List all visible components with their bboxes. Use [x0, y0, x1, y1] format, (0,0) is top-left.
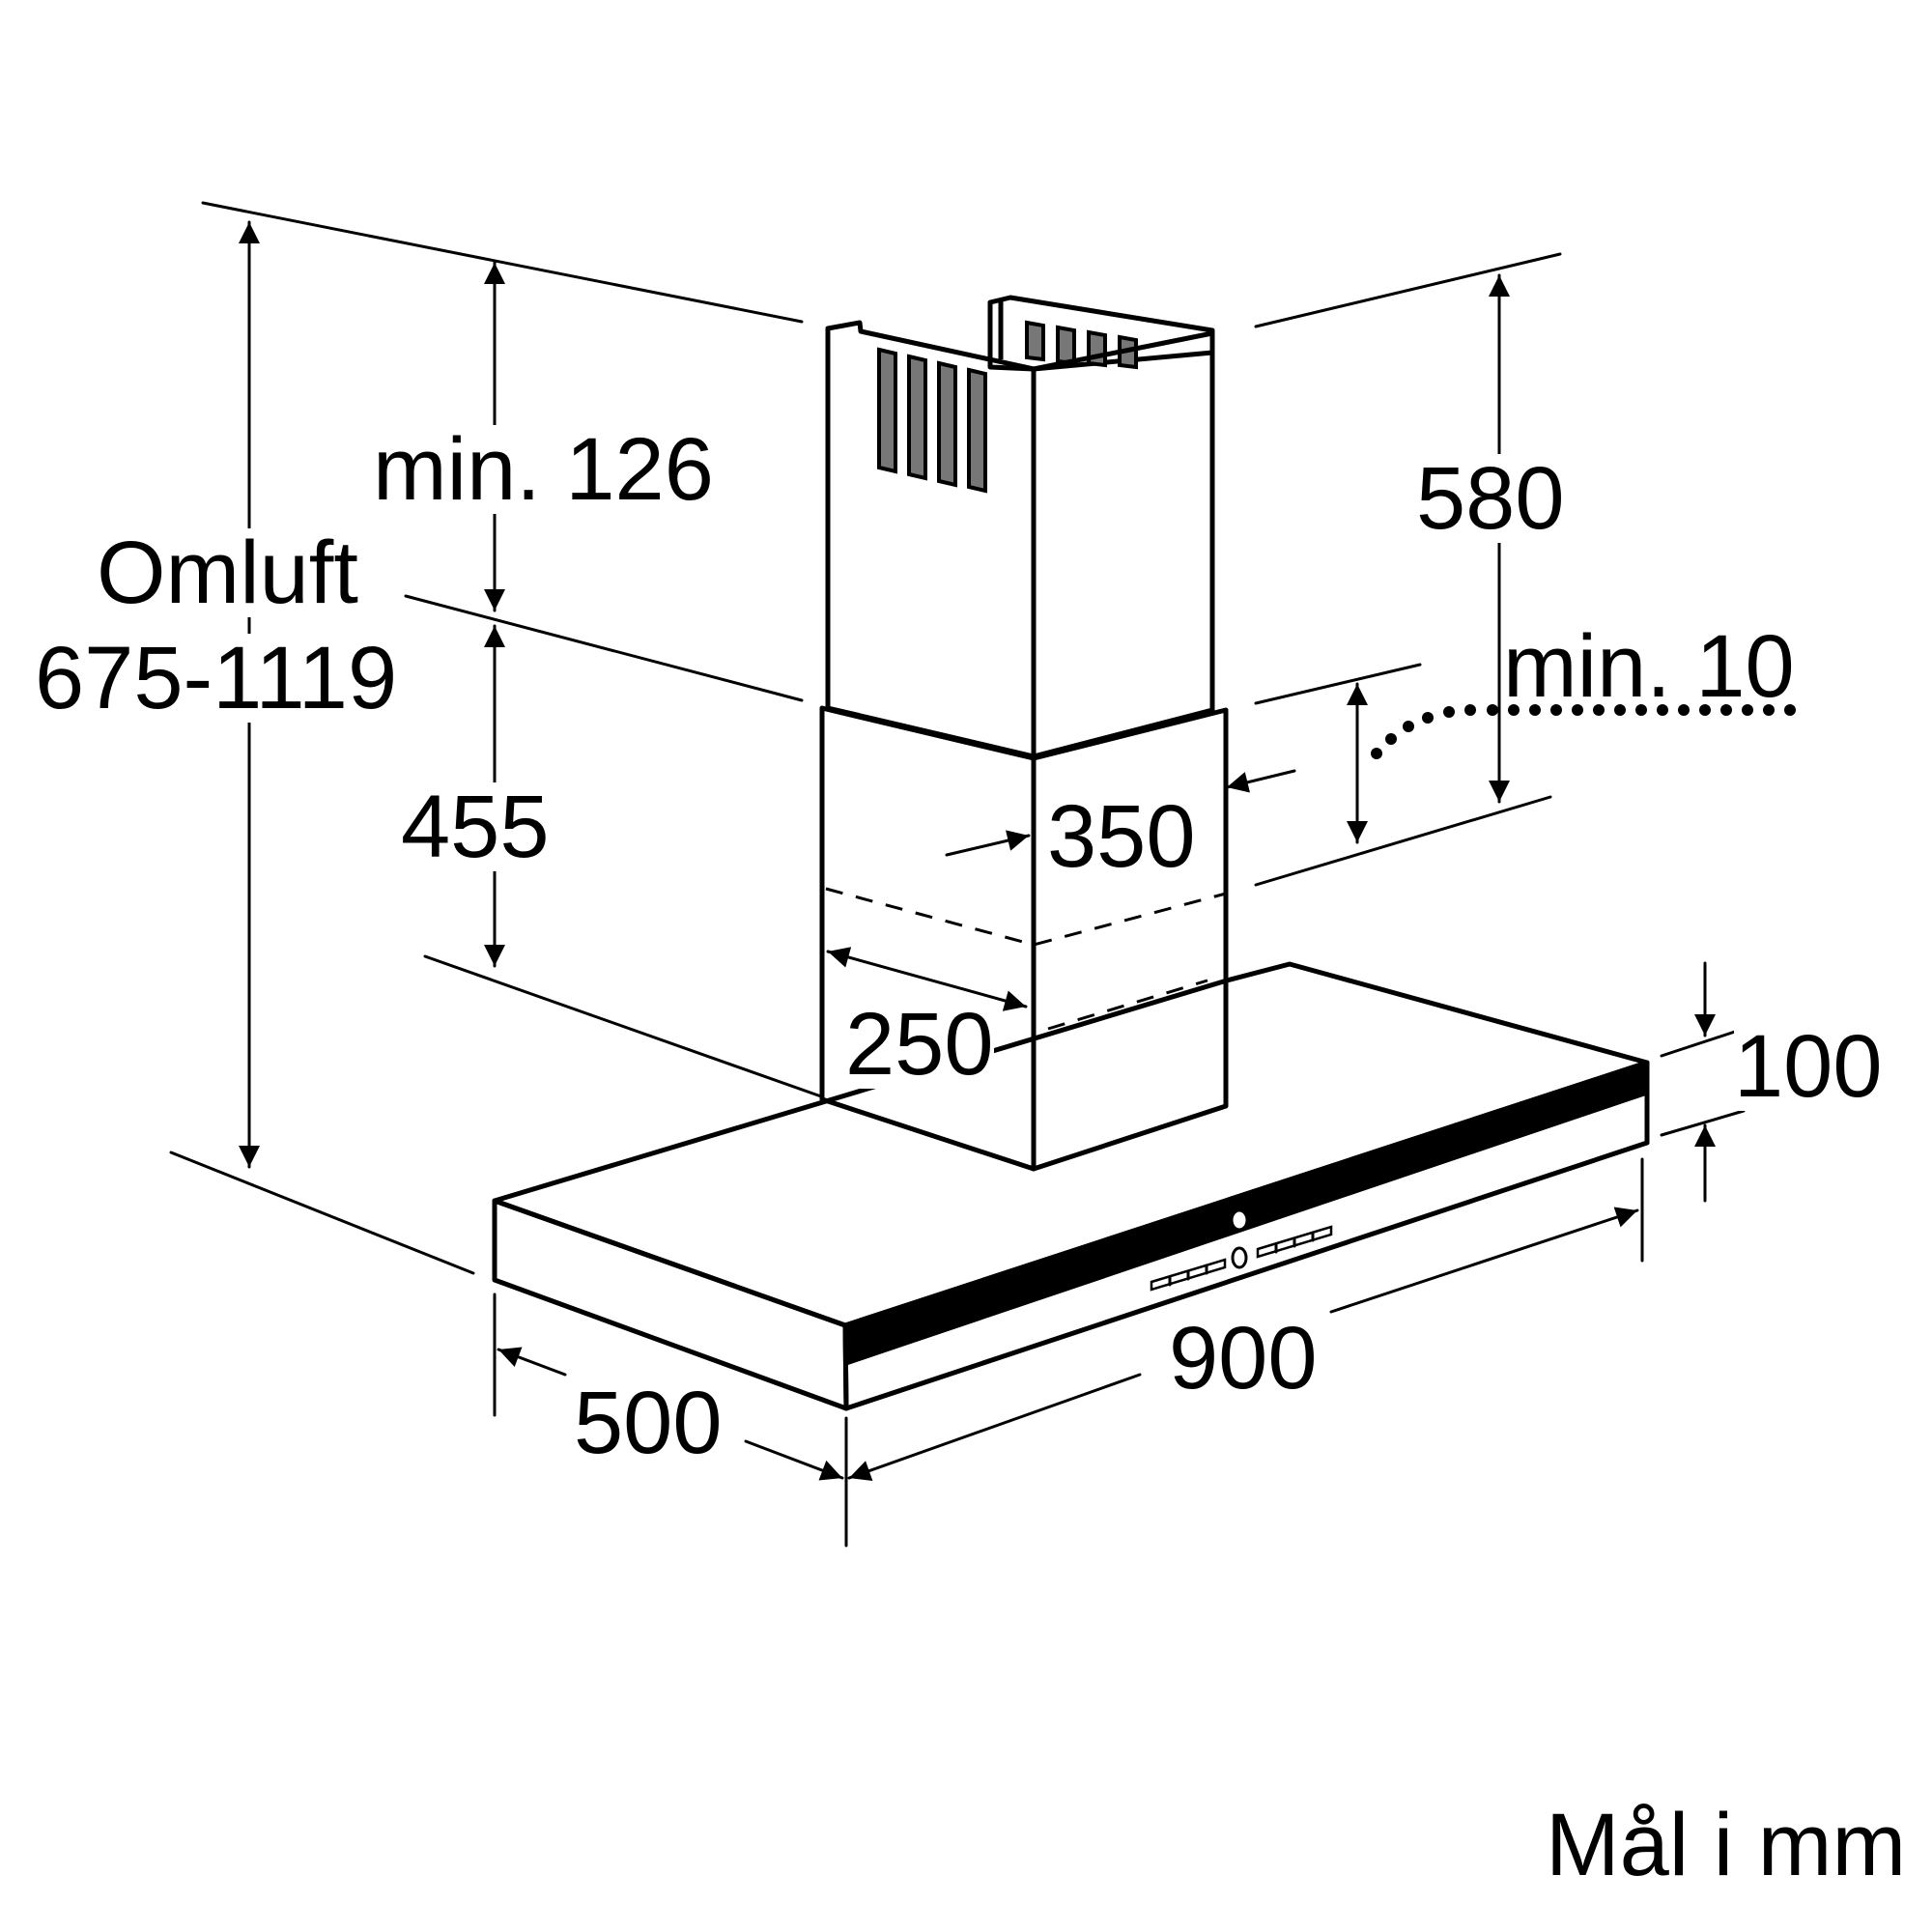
light-button-icon	[1231, 1246, 1248, 1269]
ceiling-dot	[1614, 704, 1626, 716]
ceiling-dotted-line	[1371, 704, 1796, 759]
upper-chimney	[825, 295, 1215, 759]
ceiling-dot	[1699, 704, 1711, 716]
lower-chimney-left-face	[819, 705, 1037, 1172]
canopy-depth-arrow-right	[744, 1439, 844, 1481]
ceiling-dot	[1385, 733, 1397, 745]
chimney-upper-height-label: 580	[1416, 449, 1565, 548]
lower-chimney	[819, 705, 1229, 1172]
chimney-lower-height-label: 455	[401, 778, 550, 876]
canopy-width-arrow-left	[847, 1373, 1142, 1481]
chimney-depth-label: 250	[845, 995, 994, 1094]
ceiling-dot	[1508, 704, 1520, 716]
ceiling-dot	[1371, 748, 1382, 759]
ceiling-dot	[1487, 704, 1498, 716]
ceiling-dot	[1422, 712, 1434, 724]
ceiling-dot	[1529, 704, 1541, 716]
lower-chimney-right-face	[1031, 707, 1229, 1172]
canopy-depth-label: 500	[574, 1374, 723, 1472]
ceiling-dot	[1742, 704, 1753, 716]
min-side-clearance-label: min. 10	[1503, 617, 1795, 716]
ceiling-dot	[1443, 706, 1455, 718]
vent-slots-front	[877, 347, 987, 494]
upper-chimney-left-face	[825, 320, 1037, 759]
canopy-side-face	[492, 1198, 849, 1411]
ceiling-dot	[1635, 704, 1647, 716]
ceiling-dot	[1550, 704, 1562, 716]
canopy-height-label: 100	[1734, 1017, 1883, 1116]
control-panel	[1150, 1208, 1333, 1292]
chimney-width-arrow-right	[1225, 769, 1296, 793]
ceiling-dot	[1403, 721, 1414, 732]
canopy-width-label: 900	[1169, 1309, 1318, 1407]
ceiling-dot	[1572, 704, 1583, 716]
ceiling-dot	[1784, 704, 1796, 716]
chimney-depth-arrow	[826, 947, 1028, 1011]
vent-slots-back	[1025, 320, 1138, 370]
chimney-width-label: 350	[1047, 787, 1196, 886]
power-button-icon	[1230, 1208, 1249, 1232]
units-note: Mål i mm	[1546, 1796, 1907, 1894]
ceiling-dot	[1593, 704, 1605, 716]
upper-chimney-right-face	[1031, 330, 1215, 759]
ceiling-dot	[1763, 704, 1775, 716]
canopy-depth-arrow-left	[497, 1347, 567, 1377]
canopy-width-arrow-right	[1329, 1207, 1639, 1314]
canopy	[492, 961, 1650, 1411]
ceiling-dot	[1464, 704, 1476, 716]
extension-lines	[169, 201, 1746, 1548]
ceiling-dot	[1657, 704, 1668, 716]
recirculation-range: 675-1119	[35, 629, 398, 727]
recirculation-caption: Omluft	[97, 524, 358, 622]
ceiling-dot	[1720, 704, 1732, 716]
chimney-width-arrow-left	[945, 830, 1031, 857]
ceiling-dot	[1678, 704, 1690, 716]
min-top-gap-label: min. 126	[373, 420, 714, 519]
